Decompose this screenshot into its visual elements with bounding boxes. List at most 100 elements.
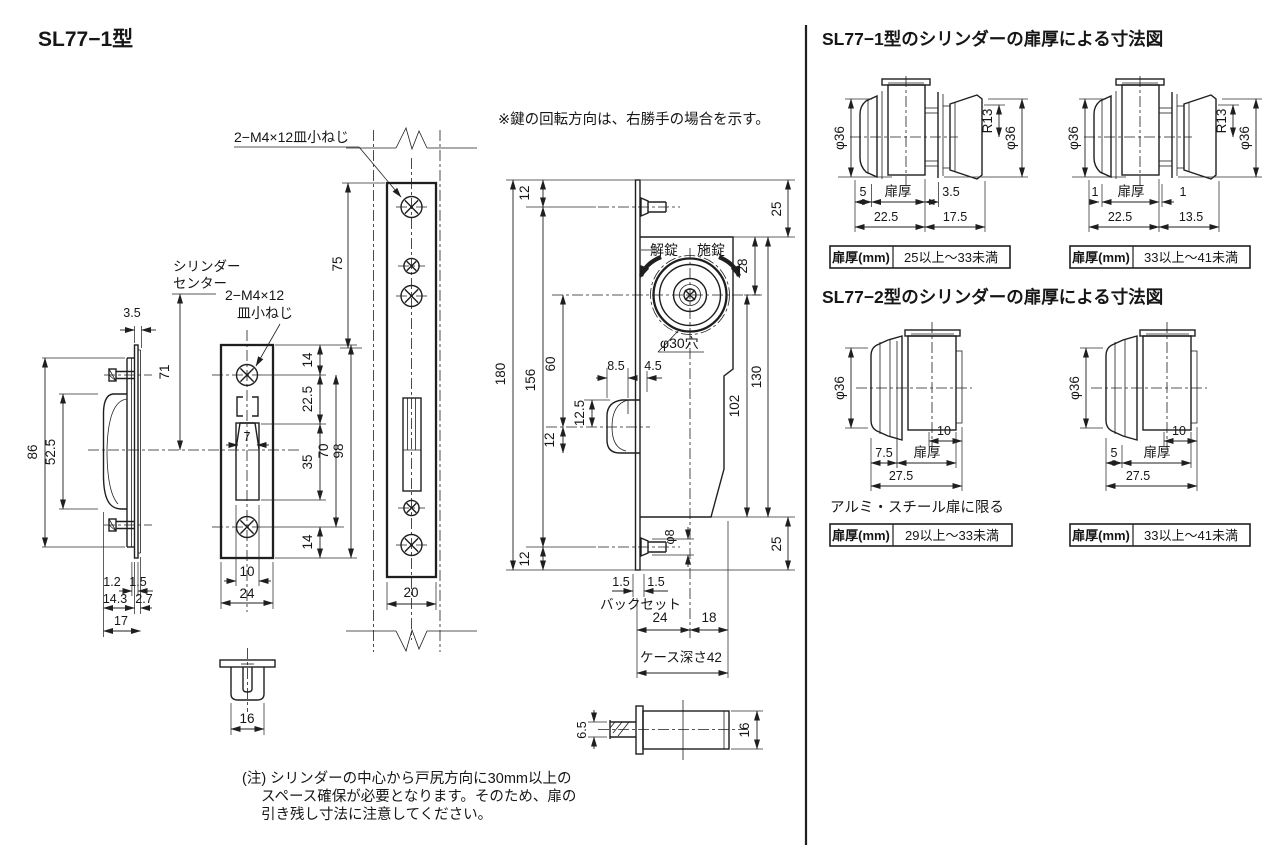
dim-98: 98: [331, 443, 346, 458]
fig2-dia-left: φ36: [1066, 126, 1081, 150]
fig2-offset-right: 1: [1180, 185, 1187, 199]
dim-12_5: 12.5: [572, 400, 587, 426]
door-table-3: 扉厚(mm) 29以上〜33未満: [829, 523, 1013, 547]
case-depth-label: ケース深さ42: [640, 650, 722, 665]
dim-25-top: 25: [769, 201, 784, 216]
dim-1_5: 1.5: [129, 575, 146, 589]
dim-phi8: φ8: [663, 529, 677, 544]
dim-75: 75: [330, 256, 345, 271]
dim-71: 71: [157, 364, 172, 379]
fig3-inset: 10: [937, 424, 951, 438]
fig2-door-label: 扉厚: [1118, 184, 1145, 199]
dim-156: 156: [523, 369, 538, 392]
fig3-w: 27.5: [889, 469, 913, 483]
dim-7: 7: [244, 430, 251, 444]
table2-range: 33以上〜41未満: [1144, 250, 1238, 265]
front-screw-callout1: 2−M4×12: [225, 287, 284, 303]
fig1-w1: 22.5: [874, 210, 898, 224]
table3-label: 扉厚(mm): [832, 528, 890, 543]
dim-130: 130: [749, 366, 764, 389]
dim-25-bottom: 25: [769, 536, 784, 551]
dim-6_5: 6.5: [575, 721, 589, 738]
cylinder-fig3: φ36 10 7.5 扉厚 27.5: [832, 322, 972, 491]
fig4-w: 27.5: [1126, 469, 1150, 483]
fig2-offset-left: 1: [1092, 185, 1099, 199]
fig3-door-label: 扉厚: [914, 445, 941, 460]
dim-16: 16: [239, 711, 254, 726]
dim-2_7: 2.7: [135, 592, 152, 606]
footnote-line1: (注) シリンダーの中心から戸尻方向に30mm以上の: [242, 770, 571, 787]
alumi-steel-note: アルミ・スチール扉に限る: [830, 499, 1004, 516]
dim-3_5: 3.5: [123, 306, 140, 320]
table1-range: 25以上〜33未満: [904, 250, 998, 265]
fig4-door-label: 扉厚: [1144, 445, 1171, 460]
lock-arrow: [718, 255, 741, 279]
front-screw-callout2: 皿小ねじ: [237, 305, 293, 321]
table2-label: 扉厚(mm): [1072, 250, 1130, 265]
fig1-w2: 17.5: [943, 210, 967, 224]
cylinder-center-label1: シリンダー: [173, 259, 241, 274]
hole-dia-label: φ30穴: [660, 335, 699, 351]
fig4-inset: 10: [1172, 424, 1186, 438]
dim-18: 18: [701, 610, 716, 625]
dim-20: 20: [403, 585, 418, 600]
side-screw-bottom: [104, 518, 152, 532]
dim-10: 10: [239, 564, 254, 579]
cylinder-fig2: φ36 R13 φ36 1 扉厚 1 22.5 13.5: [1066, 76, 1262, 232]
dim-22_5: 22.5: [300, 386, 315, 412]
side-screw-top: [104, 368, 152, 382]
section-screw-bottom: [598, 536, 680, 558]
dim-28: 28: [735, 258, 750, 273]
dim-86: 86: [25, 444, 40, 459]
break-symbol-bottom: [395, 628, 428, 653]
dim-35: 35: [300, 454, 315, 469]
dim-4_5: 4.5: [644, 359, 661, 373]
cylinder-center-label2: センター: [173, 276, 227, 291]
footnote: (注) シリンダーの中心から戸尻方向に30mm以上の スペース確保が必要となりま…: [242, 770, 576, 823]
strike-screw-callout: 2−M4×12皿小ねじ: [234, 129, 349, 145]
door-table-1: 扉厚(mm) 25以上〜33未満: [829, 245, 1011, 269]
dim-8_5: 8.5: [607, 359, 624, 373]
dim-180: 180: [493, 363, 508, 386]
dim-17: 17: [114, 614, 128, 628]
fig1-offset-right: 3.5: [942, 185, 959, 199]
fig2-r13: R13: [1214, 109, 1229, 134]
fig1-door-label: 扉厚: [885, 184, 912, 199]
unlock-label: 解錠: [650, 242, 678, 258]
fig2-w2: 13.5: [1179, 210, 1203, 224]
dim-102: 102: [727, 395, 742, 418]
side-view: 3.5 86 52.5 1.2 1.5 14.3 2.7 17: [25, 306, 302, 637]
backset-label: バックセット: [600, 597, 681, 612]
fig2-w1: 22.5: [1108, 210, 1132, 224]
fig4-dia: φ36: [1067, 376, 1082, 400]
dim-12-top: 12: [517, 185, 532, 200]
door-table-2: 扉厚(mm) 33以上〜41未満: [1069, 245, 1251, 269]
section-view: 解錠 施錠 φ30穴 180 12 156 12 60 12 12.5 8.5 …: [493, 179, 795, 678]
dim-52_5: 52.5: [43, 439, 58, 465]
fig1-dia-right: φ36: [1003, 126, 1018, 150]
dim-70: 70: [316, 443, 331, 458]
thumbturn-view: 16: [219, 648, 276, 735]
dim-1_2: 1.2: [103, 575, 120, 589]
lock-label: 施錠: [697, 242, 725, 258]
table1-label: 扉厚(mm): [832, 250, 890, 265]
panel-title-sl77-2: SL77−2型のシリンダーの扉厚による寸法図: [822, 287, 1163, 307]
dim-14-top: 14: [300, 352, 315, 368]
dim-14-bottom: 14: [300, 534, 315, 550]
strike-plate-view: 75 20 2−M4×12皿小ねじ: [234, 126, 477, 653]
dim-14_3: 14.3: [103, 592, 127, 606]
dim-1_5-left: 1.5: [612, 575, 629, 589]
footnote-line2: スペース確保が必要となります。そのため、扉の: [261, 788, 576, 805]
page-title: SL77−1型: [38, 28, 133, 51]
fig3-offset: 7.5: [875, 446, 892, 460]
dim-60: 60: [543, 356, 558, 371]
table4-label: 扉厚(mm): [1072, 528, 1130, 543]
fig3-dia: φ36: [832, 376, 847, 400]
section-screw-top: [598, 196, 680, 218]
cylinder-fig1: φ36 R13 φ36 5 扉厚 3.5 22.5 17.5: [832, 76, 1028, 232]
unlock-arrow: [639, 255, 662, 279]
fig1-offset-left: 5: [860, 185, 867, 199]
dim-24: 24: [239, 586, 255, 601]
latch-bolt: [606, 399, 640, 454]
